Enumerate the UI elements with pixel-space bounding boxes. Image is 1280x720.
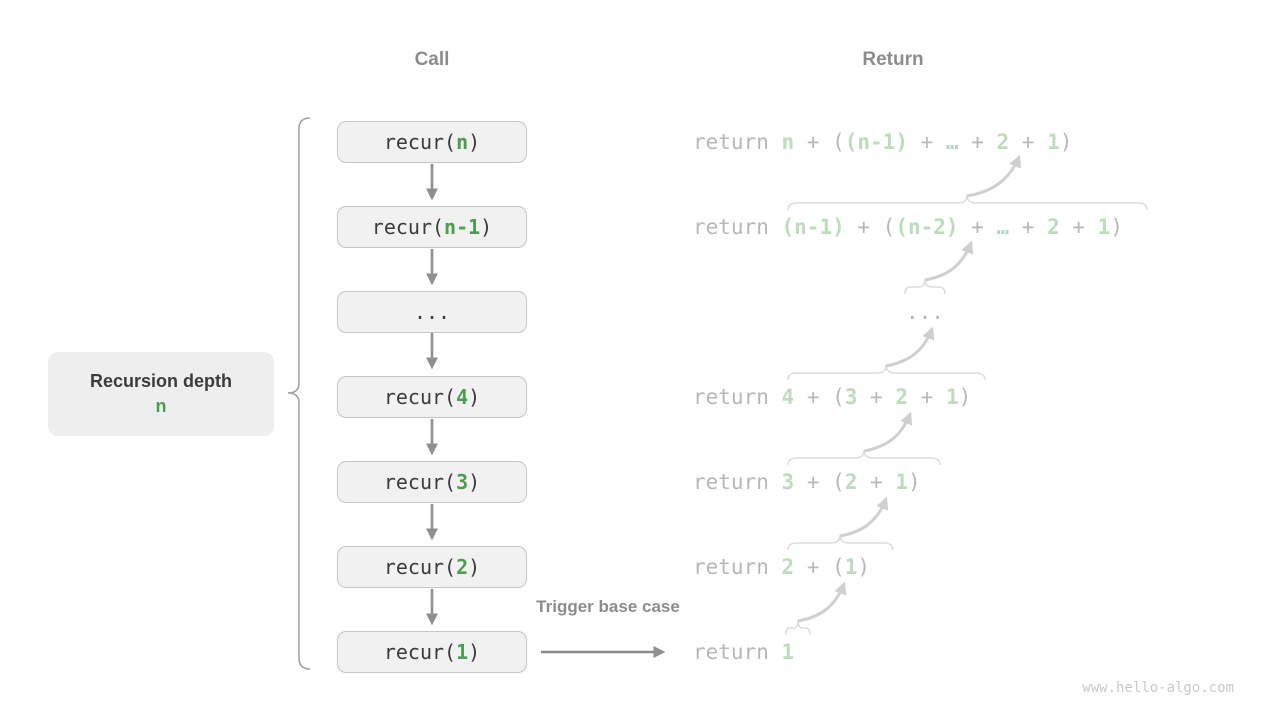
recursion-depth-brace bbox=[287, 117, 311, 670]
return-segment: + ( bbox=[794, 555, 845, 579]
return-segment: 2 bbox=[781, 555, 795, 579]
return-segment: + bbox=[1009, 130, 1048, 154]
return-segment: + ( bbox=[844, 215, 896, 239]
call-box-segment: ) bbox=[468, 130, 481, 154]
return-segment: + bbox=[857, 385, 896, 409]
return-segment: … bbox=[996, 215, 1010, 239]
recursion-depth-text: Recursion depth bbox=[89, 371, 232, 391]
return-segment: return bbox=[693, 215, 782, 239]
return-n-1: return (n-1) + ((n-2) + … + 2 + 1) bbox=[693, 213, 1123, 241]
return-segment: 1 bbox=[945, 385, 959, 409]
call-box-segment: ) bbox=[468, 640, 481, 664]
return-segment: 2 bbox=[895, 385, 908, 409]
return-segment: return bbox=[693, 470, 782, 494]
call-box-recur-4: recur(4) bbox=[337, 376, 527, 418]
return-segment: ) bbox=[1110, 215, 1123, 239]
return-segment: 1 bbox=[781, 640, 795, 664]
return-segment: 3 bbox=[781, 470, 795, 494]
return-1: return 1 bbox=[693, 638, 794, 666]
recursion-depth-n: n bbox=[155, 396, 167, 416]
call-box-recur-2: recur(2) bbox=[337, 546, 527, 588]
return-column-header: Return bbox=[862, 49, 924, 70]
return-segment: + bbox=[958, 215, 997, 239]
return-pass-arrow bbox=[966, 154, 1021, 198]
call-column-header: Call bbox=[414, 49, 450, 70]
return-overbrace bbox=[904, 278, 946, 295]
return-overbrace bbox=[787, 449, 941, 466]
recursion-depth-label: Recursion depth n bbox=[48, 352, 274, 436]
watermark: www.hello-algo.com bbox=[1082, 680, 1234, 696]
call-box-segment: recur( bbox=[383, 470, 457, 494]
call-box-segment: 2 bbox=[456, 555, 469, 579]
return-segment: (n-2) bbox=[895, 215, 959, 239]
return-segment: ) bbox=[958, 385, 972, 409]
return-segment: + ( bbox=[794, 470, 845, 494]
return-pass-arrow bbox=[863, 411, 913, 453]
call-box-segment: recur( bbox=[371, 215, 445, 239]
return-segment: + ( bbox=[794, 130, 845, 154]
return-segment: + bbox=[908, 385, 946, 409]
return-segment: (n-1) bbox=[781, 215, 845, 239]
return-segment: 1 bbox=[1097, 215, 1111, 239]
call-box-segment: recur( bbox=[383, 385, 457, 409]
return-segment: … bbox=[945, 130, 959, 154]
return-segment: ) bbox=[908, 470, 921, 494]
return-pass-arrow bbox=[885, 326, 935, 368]
return-overbrace bbox=[787, 534, 894, 551]
return-segment: return bbox=[693, 130, 782, 154]
return-segment: + bbox=[857, 470, 896, 494]
return-pass-arrow bbox=[839, 496, 889, 538]
call-box-recur-1: recur(1) bbox=[337, 631, 527, 673]
call-box-segment: ) bbox=[468, 385, 481, 409]
call-box-segment: n bbox=[456, 130, 469, 154]
return-segment: n bbox=[781, 130, 795, 154]
return-segment: + bbox=[1009, 215, 1048, 239]
call-box-recur-dots: ... bbox=[337, 291, 527, 333]
return-segment: ... bbox=[906, 300, 944, 324]
call-box-segment: n-1 bbox=[444, 215, 481, 239]
return-segment: 4 bbox=[781, 385, 795, 409]
call-box-segment: ) bbox=[468, 470, 481, 494]
return-segment: (n-1) bbox=[844, 130, 908, 154]
return-segment: ) bbox=[857, 555, 871, 579]
return-n: return n + ((n-1) + … + 2 + 1) bbox=[693, 128, 1072, 156]
return-pass-arrow bbox=[797, 581, 847, 623]
call-box-segment: ) bbox=[480, 215, 493, 239]
call-box-recur-n-1: recur(n-1) bbox=[337, 206, 527, 248]
call-box-segment: 3 bbox=[456, 470, 469, 494]
return-overbrace bbox=[787, 194, 1148, 211]
return-pass-arrow bbox=[924, 240, 974, 282]
call-box-segment: recur( bbox=[383, 130, 457, 154]
trigger-base-case-label: Trigger base case bbox=[536, 597, 680, 616]
call-box-recur-n: recur(n) bbox=[337, 121, 527, 163]
call-box-segment: 1 bbox=[456, 640, 469, 664]
return-segment: + bbox=[958, 130, 997, 154]
return-segment: 1 bbox=[1047, 130, 1060, 154]
return-dots: ... bbox=[906, 298, 944, 326]
return-segment: return bbox=[693, 640, 782, 664]
return-segment: + ( bbox=[794, 385, 845, 409]
return-overbrace bbox=[785, 619, 811, 636]
return-4: return 4 + (3 + 2 + 1) bbox=[693, 383, 971, 411]
return-segment: 1 bbox=[895, 470, 908, 494]
return-segment: 2 bbox=[844, 470, 858, 494]
return-segment: 3 bbox=[844, 385, 858, 409]
return-segment: ) bbox=[1059, 130, 1073, 154]
return-overbrace bbox=[787, 364, 986, 381]
return-segment: 1 bbox=[844, 555, 858, 579]
call-box-segment: recur( bbox=[383, 555, 457, 579]
return-2: return 2 + (1) bbox=[693, 553, 870, 581]
call-box-segment: ) bbox=[468, 555, 481, 579]
return-segment: 2 bbox=[996, 130, 1010, 154]
return-3: return 3 + (2 + 1) bbox=[693, 468, 921, 496]
call-box-segment: 4 bbox=[456, 385, 469, 409]
return-segment: return bbox=[693, 555, 782, 579]
call-box-segment: ... bbox=[413, 300, 451, 324]
call-box-recur-3: recur(3) bbox=[337, 461, 527, 503]
return-segment: return bbox=[693, 385, 782, 409]
return-segment: 2 bbox=[1047, 215, 1060, 239]
call-box-segment: recur( bbox=[383, 640, 457, 664]
return-segment: + bbox=[1059, 215, 1098, 239]
return-segment: + bbox=[907, 130, 946, 154]
